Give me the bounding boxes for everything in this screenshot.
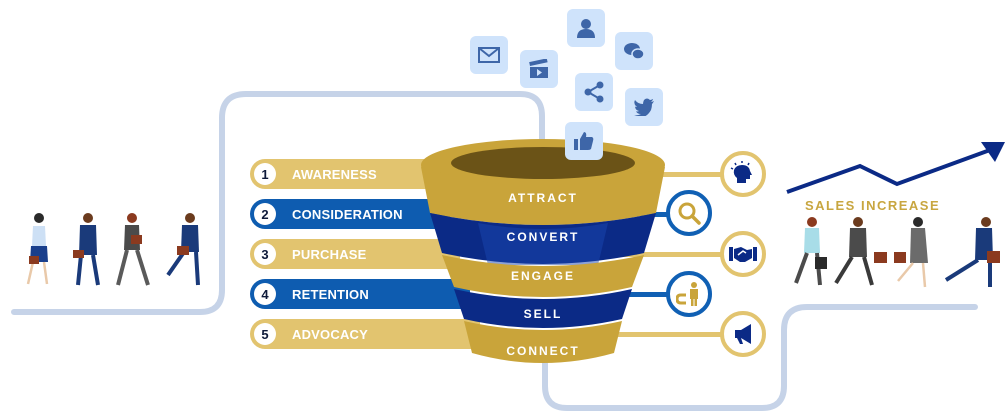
lightbulb-head-icon: [720, 151, 766, 197]
stage-consideration[interactable]: 2 CONSIDERATION: [250, 199, 450, 229]
walking-customers: [26, 213, 200, 286]
funnel-label-engage: ENGAGE: [510, 269, 575, 283]
funnel-layer-connect: [464, 321, 622, 363]
handshake-icon: [720, 231, 766, 277]
stage-label: CONSIDERATION: [292, 206, 403, 222]
stage-number: 1: [254, 163, 276, 185]
person-running: [894, 217, 928, 288]
funnel-layer-sell: [454, 289, 632, 328]
stage-awareness[interactable]: 1 AWARENESS: [250, 159, 440, 189]
running-customers: [794, 217, 1000, 288]
funnel-label-convert: CONVERT: [506, 230, 580, 244]
sales-increase-title: SALES INCREASE: [805, 198, 941, 213]
person-running: [794, 217, 827, 286]
sales-trend-arrow: [786, 142, 1005, 194]
twitter-icon: [625, 88, 663, 126]
stage-number: 2: [254, 203, 276, 225]
stage-label: ADVOCACY: [292, 326, 368, 342]
stage-number: 5: [254, 323, 276, 345]
person-walking: [116, 213, 150, 286]
funnel-label-attract: ATTRACT: [508, 191, 578, 205]
person-running: [834, 217, 887, 286]
stage-label: RETENTION: [292, 286, 369, 302]
megaphone-icon: [720, 311, 766, 357]
user-icon: [567, 9, 605, 47]
funnel-layer-engage: [442, 255, 644, 297]
stage-label: PURCHASE: [292, 246, 367, 262]
person-walking: [26, 213, 49, 285]
stage-number: 4: [254, 283, 276, 305]
person-walking: [166, 213, 200, 286]
video-clapper-icon: [520, 50, 558, 88]
stage-advocacy[interactable]: 5 ADVOCACY: [250, 319, 480, 349]
person-running: [944, 217, 1000, 287]
person-walking: [73, 213, 100, 286]
funnel-label-sell: SELL: [523, 307, 563, 321]
magnifier-icon: [666, 190, 712, 236]
marketing-funnel: [421, 139, 665, 363]
stage-retention[interactable]: 4 RETENTION: [250, 279, 470, 309]
funnel-label-connect: CONNECT: [506, 344, 580, 358]
stage-label: AWARENESS: [292, 166, 377, 182]
stage-purchase[interactable]: 3 PURCHASE: [250, 239, 460, 269]
chat-icon: [615, 32, 653, 70]
share-icon: [575, 73, 613, 111]
thumbs-up-icon: [565, 122, 603, 160]
email-icon: [470, 36, 508, 74]
stage-number: 3: [254, 243, 276, 265]
magnet-person-icon: [666, 271, 712, 317]
funnel-layer-attract: [421, 167, 665, 225]
outcome-connectors: [600, 172, 730, 337]
